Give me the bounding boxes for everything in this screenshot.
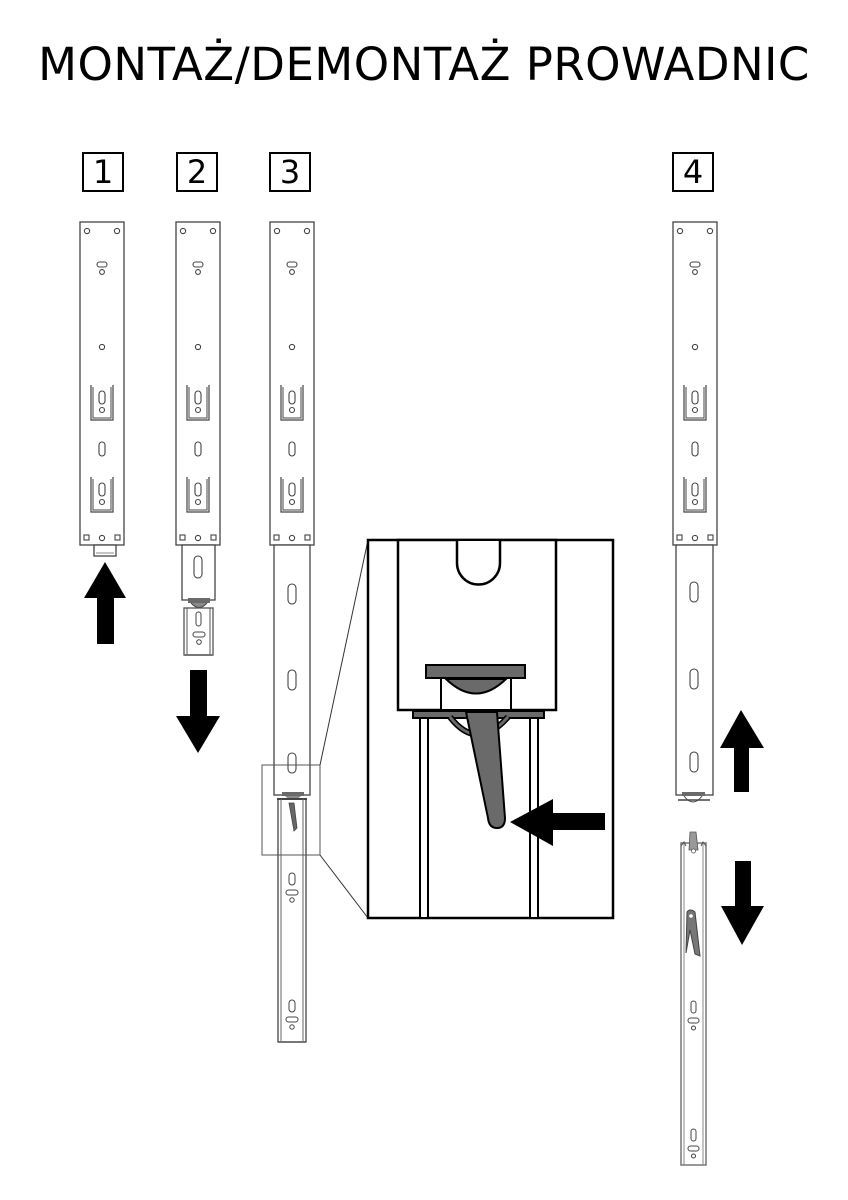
step-4-arrow-down-icon (721, 861, 764, 945)
step-3-arrow-left-icon (510, 799, 605, 846)
step-2-label: 2 (176, 152, 218, 192)
step-2-rail (175, 221, 221, 656)
step-4-arrow-up-icon (720, 710, 764, 792)
page-title: MONTAŻ/DEMONTAŻ PROWADNIC (38, 38, 810, 91)
step-4-label: 4 (672, 152, 714, 192)
step-1-arrow-up-icon (84, 562, 126, 644)
step-2-arrow-down-icon (176, 670, 220, 753)
step-1-label: 1 (82, 152, 124, 192)
step-3-detail-inset (366, 538, 615, 920)
step-4-rail-outer (672, 221, 718, 803)
step-3-zoom-region (261, 764, 321, 856)
step-1-rail (79, 221, 125, 557)
step-4-rail-inner (680, 831, 707, 1166)
step-3-label: 3 (269, 152, 311, 192)
step-3-rail (269, 221, 315, 1043)
